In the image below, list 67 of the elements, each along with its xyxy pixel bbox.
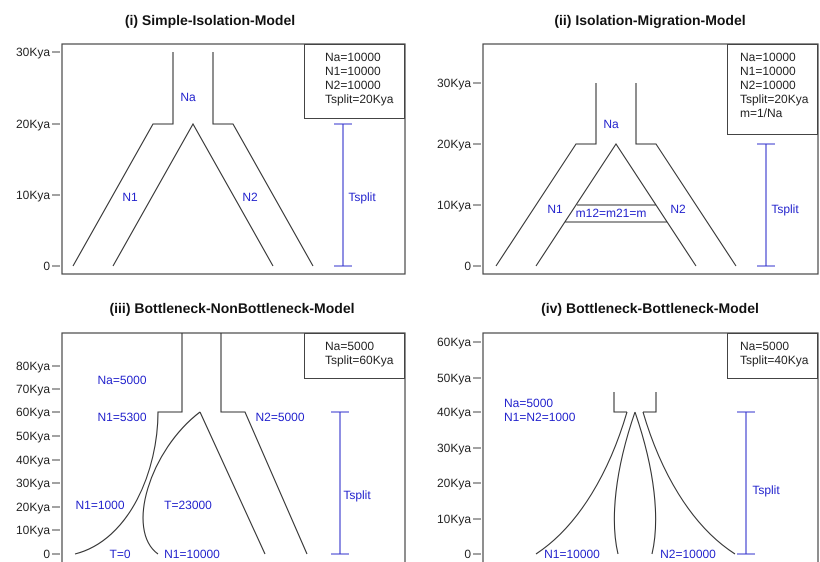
population-label: N1=5300 (97, 410, 147, 424)
parameter-text: Na=10000 (740, 50, 797, 64)
axis-tick-label: 10Kya (16, 188, 50, 202)
parameter-text: N2=10000 (325, 78, 382, 92)
parameter-box (727, 333, 818, 379)
axis-tick-label: 10Kya (436, 198, 471, 212)
axis-tick-label: 30Kya (16, 45, 50, 59)
split-time-label: Tsplit (343, 488, 371, 502)
parameter-text: Na=5000 (325, 339, 376, 353)
population-label: T=0 (110, 547, 130, 561)
parameter-text: Tsplit=60Kya (325, 353, 394, 367)
population-label: N2 (242, 190, 258, 204)
axis-tick-label: 80Kya (16, 359, 50, 373)
panel-title: (iii) Bottleneck-NonBottleneck-Model (110, 300, 354, 316)
population-label: N1 (547, 202, 563, 216)
parameter-text: Na=10000 (325, 50, 382, 64)
axis-tick-label: 0 (464, 547, 471, 561)
split-time-label: Tsplit (752, 483, 780, 497)
axis-tick-label: 50Kya (16, 429, 50, 443)
axis-tick-label: 30Kya (436, 441, 471, 455)
axis-tick-label: 20Kya (436, 137, 471, 151)
axis-tick-label: 30Kya (436, 76, 471, 90)
parameter-text: Tsplit=20Kya (740, 92, 810, 106)
population-label: Na=5000 (504, 396, 554, 410)
axis-tick-label: 70Kya (16, 382, 50, 396)
parameter-text: N2=10000 (740, 78, 797, 92)
population-label: N2 (670, 202, 686, 216)
parameter-text: Tsplit=20Kya (325, 92, 394, 106)
split-time-label: Tsplit (348, 190, 376, 204)
parameter-box (304, 44, 405, 119)
axis-tick-label: 60Kya (16, 405, 50, 419)
axis-tick-label: 0 (43, 259, 50, 273)
population-label: N2=5000 (255, 410, 305, 424)
split-time-label: Tsplit (771, 202, 799, 216)
axis-tick-label: 20Kya (16, 500, 50, 514)
parameter-text: Tsplit=40Kya (740, 353, 810, 367)
migration-label: m12=m21=m (576, 206, 646, 220)
population-label: N1 (122, 190, 138, 204)
axis-tick-label: 50Kya (436, 371, 471, 385)
parameter-text: m=1/Na (740, 106, 784, 120)
population-label: N2=10000 (660, 547, 716, 561)
panel-title: (ii) Isolation-Migration-Model (554, 12, 746, 28)
population-label: N1=10000 (544, 547, 600, 561)
population-label: N1=10000 (164, 547, 220, 561)
population-label: Na (603, 117, 619, 131)
axis-tick-label: 10Kya (436, 512, 471, 526)
parameter-box (727, 44, 818, 135)
axis-tick-label: 40Kya (16, 453, 50, 467)
axis-tick-label: 20Kya (436, 476, 471, 490)
population-label: T=23000 (164, 498, 212, 512)
axis-tick-label: 0 (43, 547, 50, 561)
population-label: Na=5000 (97, 373, 147, 387)
panel-title: (i) Simple-Isolation-Model (124, 12, 296, 28)
axis-tick-label: 30Kya (16, 476, 50, 490)
axis-tick-label: 0 (464, 259, 471, 273)
panel-title: (iv) Bottleneck-Bottleneck-Model (541, 300, 759, 316)
axis-tick-label: 60Kya (436, 335, 471, 349)
population-label: Na (180, 90, 196, 104)
parameter-text: Na=5000 (740, 339, 790, 353)
parameter-box (304, 333, 405, 379)
parameter-text: N1=10000 (740, 64, 797, 78)
population-label: N1=N2=1000 (504, 410, 576, 424)
axis-tick-label: 10Kya (16, 523, 50, 537)
axis-tick-label: 20Kya (16, 117, 50, 131)
population-label: N1=1000 (75, 498, 125, 512)
parameter-text: N1=10000 (325, 64, 382, 78)
axis-tick-label: 40Kya (436, 405, 471, 419)
